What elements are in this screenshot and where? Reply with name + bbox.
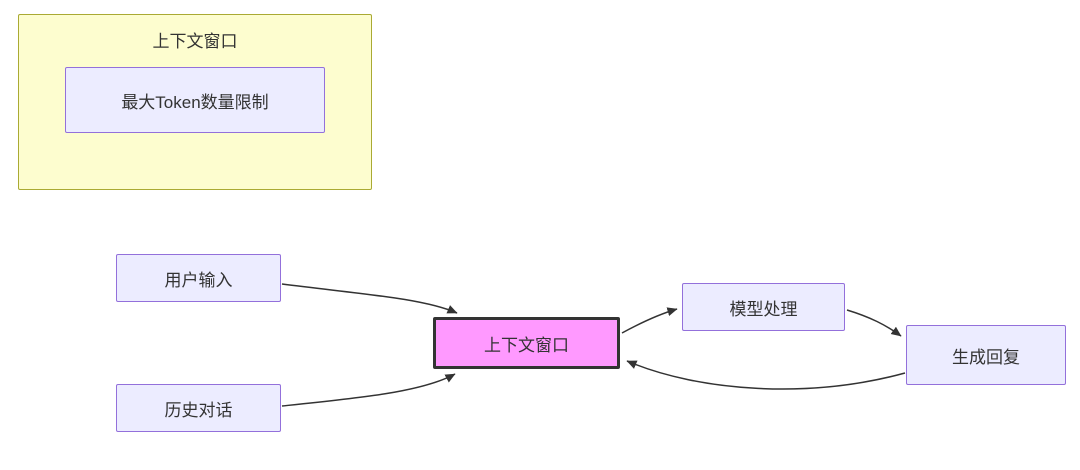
node-label: 上下文窗口 [484, 335, 569, 355]
edge-generate-reply-to-context-window [626, 360, 906, 390]
edge-model-process-to-generate-reply [846, 309, 902, 337]
node-label: 历史对话 [164, 400, 233, 420]
node-model-process: 模型处理 [682, 283, 845, 331]
node-label: 最大Token数量限制 [121, 92, 269, 112]
node-label: 生成回复 [952, 347, 1020, 367]
edge-history-dialog-to-context-window [281, 373, 456, 407]
edge-user-input-to-context-window [281, 283, 458, 314]
node-label: 用户输入 [164, 270, 233, 290]
node-generate-reply: 生成回复 [906, 325, 1066, 385]
node-max-token-limit: 最大Token数量限制 [65, 67, 325, 133]
node-context-window: 上下文窗口 [433, 317, 620, 369]
node-history-dialog: 历史对话 [116, 384, 281, 432]
cluster-title: 上下文窗口 [152, 32, 238, 51]
node-label: 模型处理 [729, 299, 798, 319]
node-user-input: 用户输入 [116, 254, 281, 302]
edge-context-window-to-model-process [621, 307, 678, 334]
